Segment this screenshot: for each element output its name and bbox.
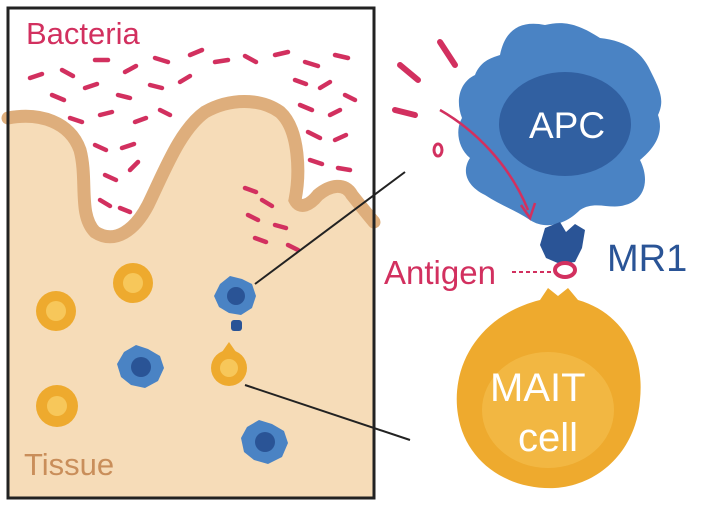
epithelium-band (1, 95, 381, 244)
zoom-lines (244, 171, 411, 441)
free-bacteria (392, 39, 458, 118)
mait-label-line2: cell (518, 416, 579, 460)
tissue-frame (6, 6, 376, 500)
tissue-label: Tissue (24, 447, 115, 482)
apc-cells-tissue (117, 276, 288, 464)
bacteria-cluster (27, 47, 358, 253)
antigen-label: Antigen (384, 254, 496, 291)
apc-label: APC (529, 105, 606, 146)
mait-cell (456, 288, 641, 489)
uptake-arrowhead (519, 202, 537, 221)
mr1-molecule (540, 222, 585, 264)
tissue-area (8, 101, 374, 498)
tissue-panel (1, 6, 381, 500)
mait-cells-tissue (36, 263, 247, 427)
uptake-arrow (439, 108, 530, 211)
mr1-label: MR1 (607, 238, 688, 280)
mait-label-line1: MAIT (490, 366, 586, 410)
bacteria-label: Bacteria (26, 16, 140, 51)
antigen-ring (553, 261, 577, 279)
